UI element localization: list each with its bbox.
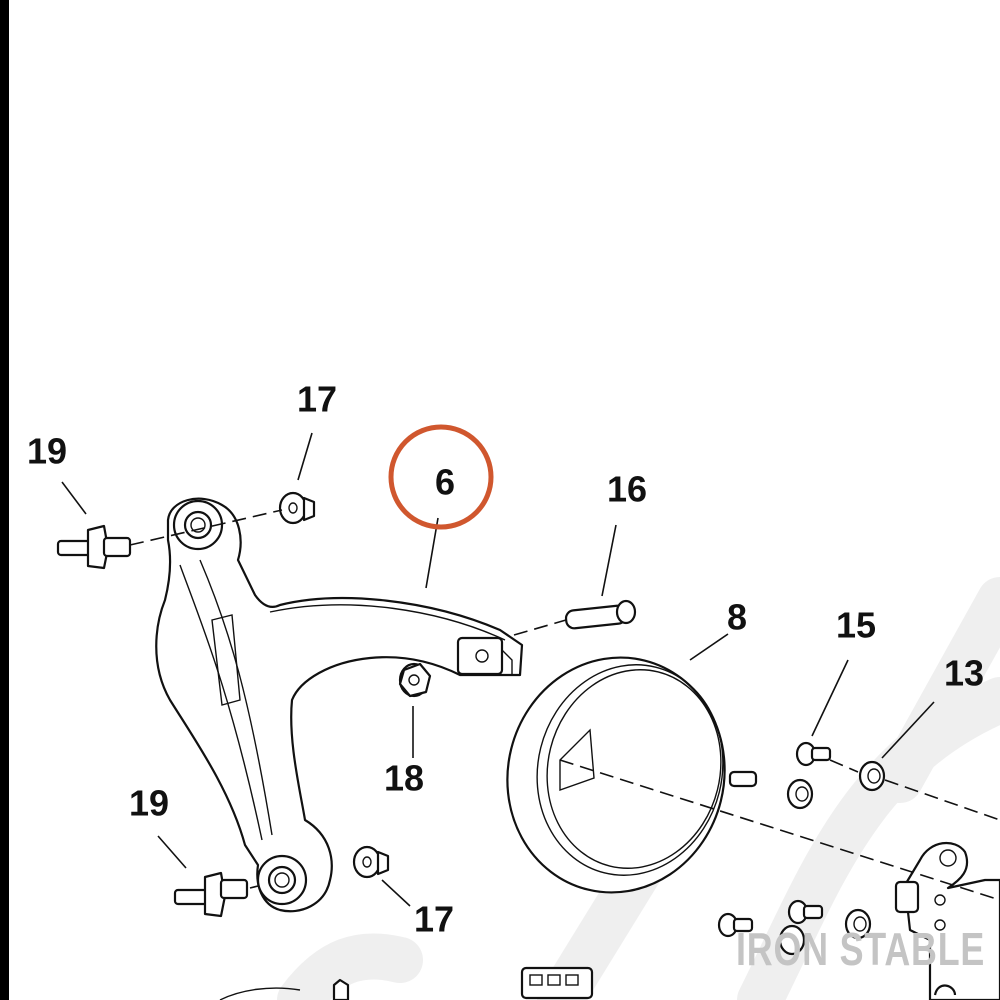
callout-6: 6: [435, 462, 455, 503]
leader-lines: [61, 432, 935, 907]
callout-17-lower: 17: [414, 899, 454, 940]
pivot-bolt-upper: [56, 524, 132, 570]
mounting-pin: [564, 599, 637, 630]
assembly-centerlines: [129, 509, 1000, 901]
hardware-13: [858, 760, 886, 792]
pivot-bolt-lower: [173, 871, 249, 918]
side-mount-bracket: [894, 841, 1000, 1000]
callout-17-upper: 17: [297, 379, 337, 420]
watermark-label: IRON STABLE: [736, 923, 986, 975]
callout-19-lower: 19: [129, 783, 169, 824]
hardware-15: [786, 741, 832, 810]
headlamp-bracket: [155, 497, 524, 913]
callout-13: 13: [944, 653, 984, 694]
callout-labels: 19 17 6 16 8 15 13 18 19 17: [27, 379, 984, 940]
callout-15: 15: [836, 605, 876, 646]
flange-nut: [398, 662, 432, 698]
callout-8: 8: [727, 597, 747, 638]
bushing-lower: [352, 845, 390, 879]
wire-terminal: [219, 978, 350, 1000]
callout-19-upper: 19: [27, 431, 67, 472]
left-edge-bar: [0, 0, 9, 1000]
callout-18: 18: [384, 758, 424, 799]
callout-16: 16: [607, 469, 647, 510]
hardware-lower-right: [717, 899, 872, 956]
bushing-upper: [278, 491, 316, 525]
headlamp-ring: [506, 656, 758, 894]
highlight-circle: [388, 424, 494, 530]
wire-connector: [520, 966, 594, 1000]
